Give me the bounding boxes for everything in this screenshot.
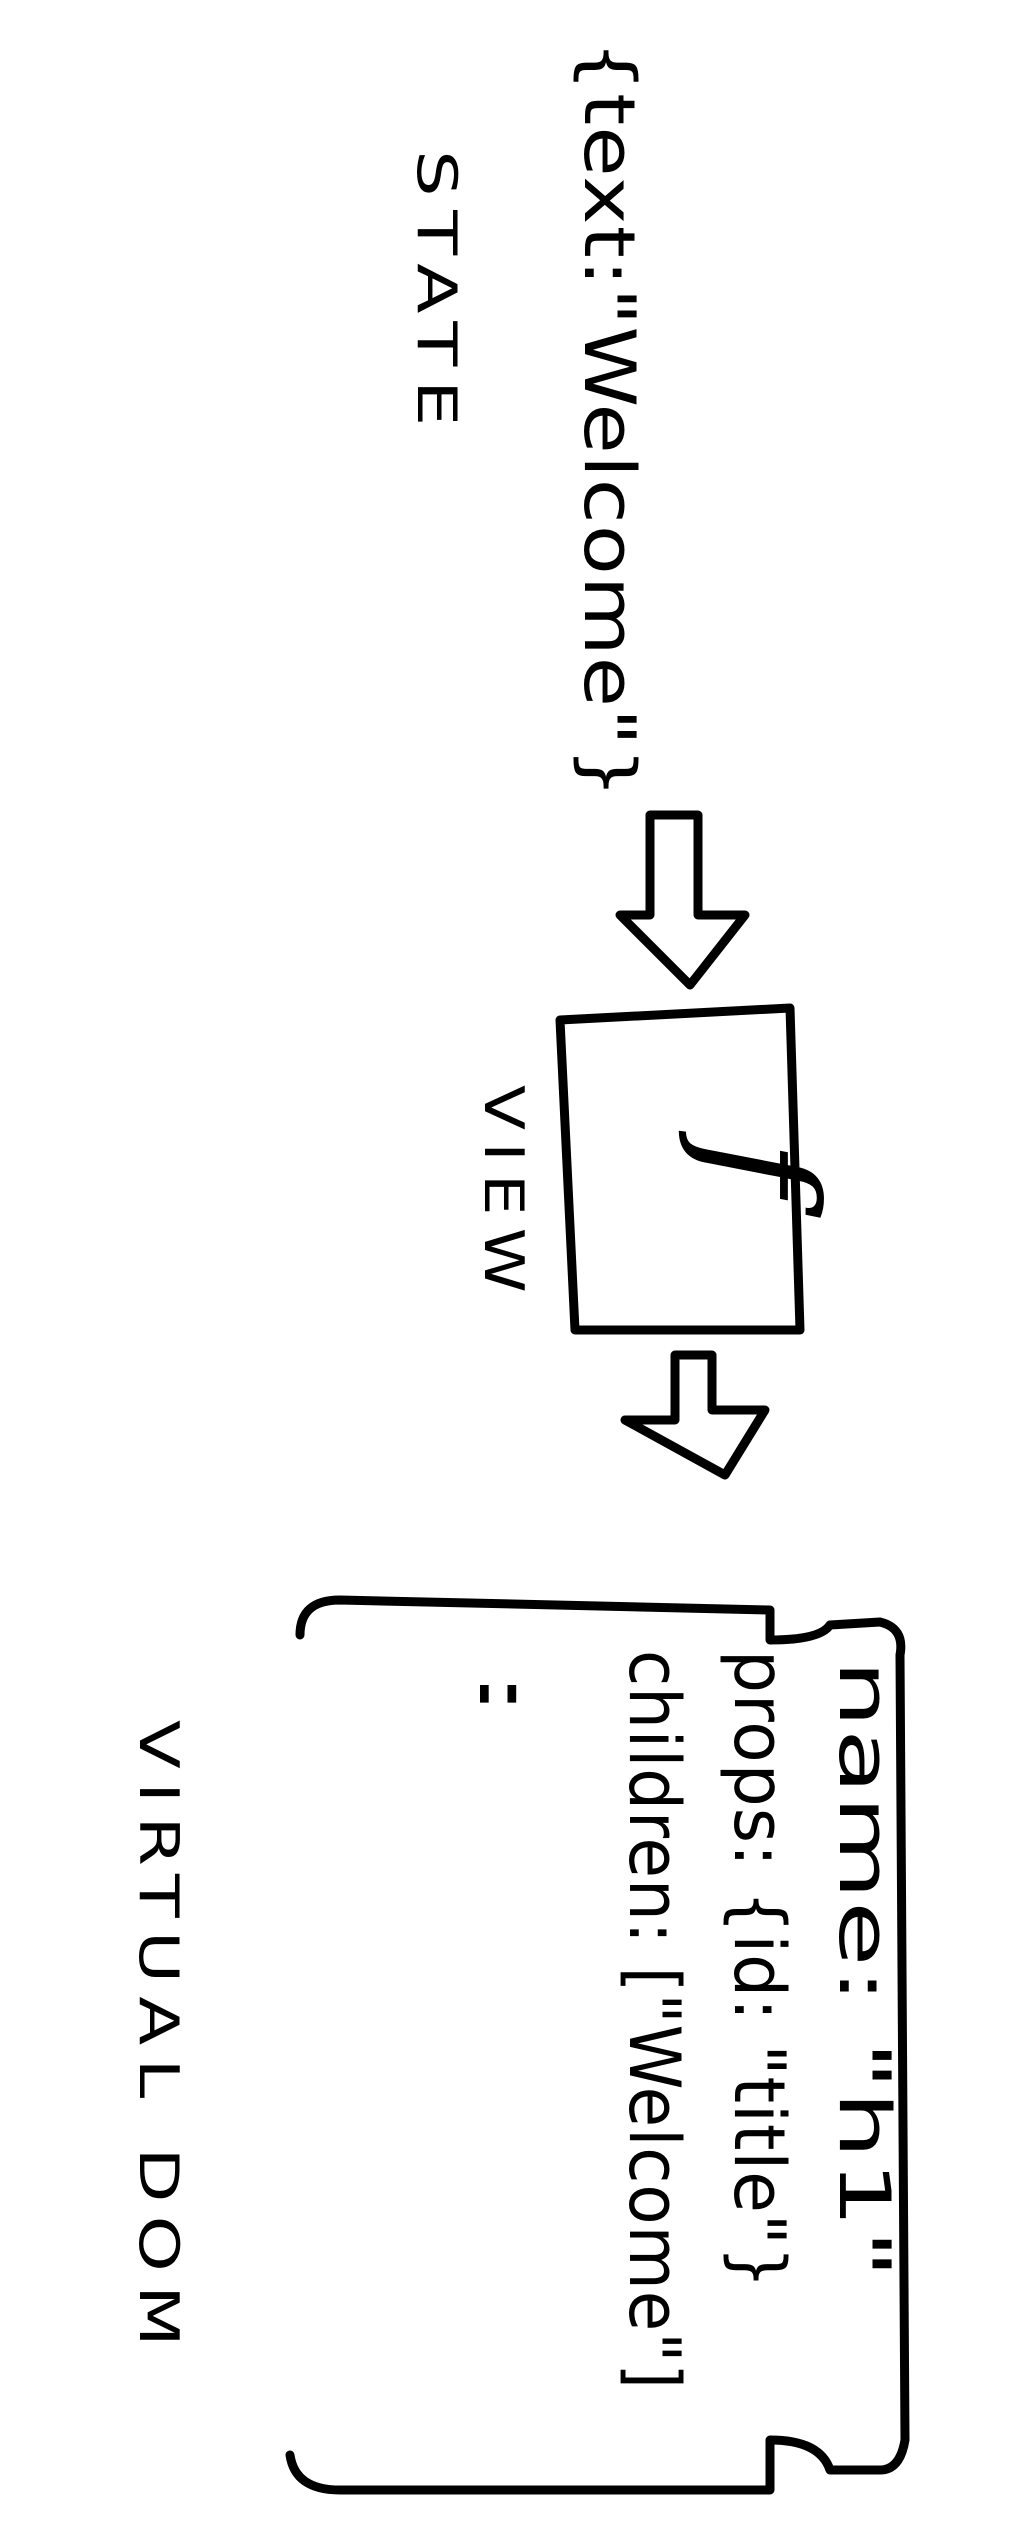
view-function-box — [555, 1003, 805, 1335]
state-code-text: {text:"Welcome"} — [568, 40, 650, 800]
virtual-dom-caption: VIRTUAL DOM — [127, 1720, 190, 2360]
arrow-state-to-view — [615, 810, 750, 990]
virtual-dom-line-children: children: ["Welcome"] — [613, 1650, 695, 2390]
virtual-dom-block: name: "h1" props: {id: "title"} children… — [127, 1595, 910, 2495]
state-caption: STATE — [405, 150, 468, 440]
virtual-dom-line-name: name: "h1" — [823, 1660, 905, 2280]
virtual-dom-line-props: props: {id: "title"} — [718, 1650, 800, 2290]
virtual-dom-bracket — [285, 1595, 910, 2495]
view-caption: VIEW — [472, 1085, 535, 1305]
view-function-symbol: f — [674, 1130, 848, 1218]
virtual-dom-ellipsis: : — [463, 1665, 545, 1725]
view-block: f VIEW — [472, 1003, 848, 1335]
state-block: {text:"Welcome"} STATE — [405, 40, 650, 800]
arrow-view-to-virtual-dom — [620, 1350, 770, 1480]
